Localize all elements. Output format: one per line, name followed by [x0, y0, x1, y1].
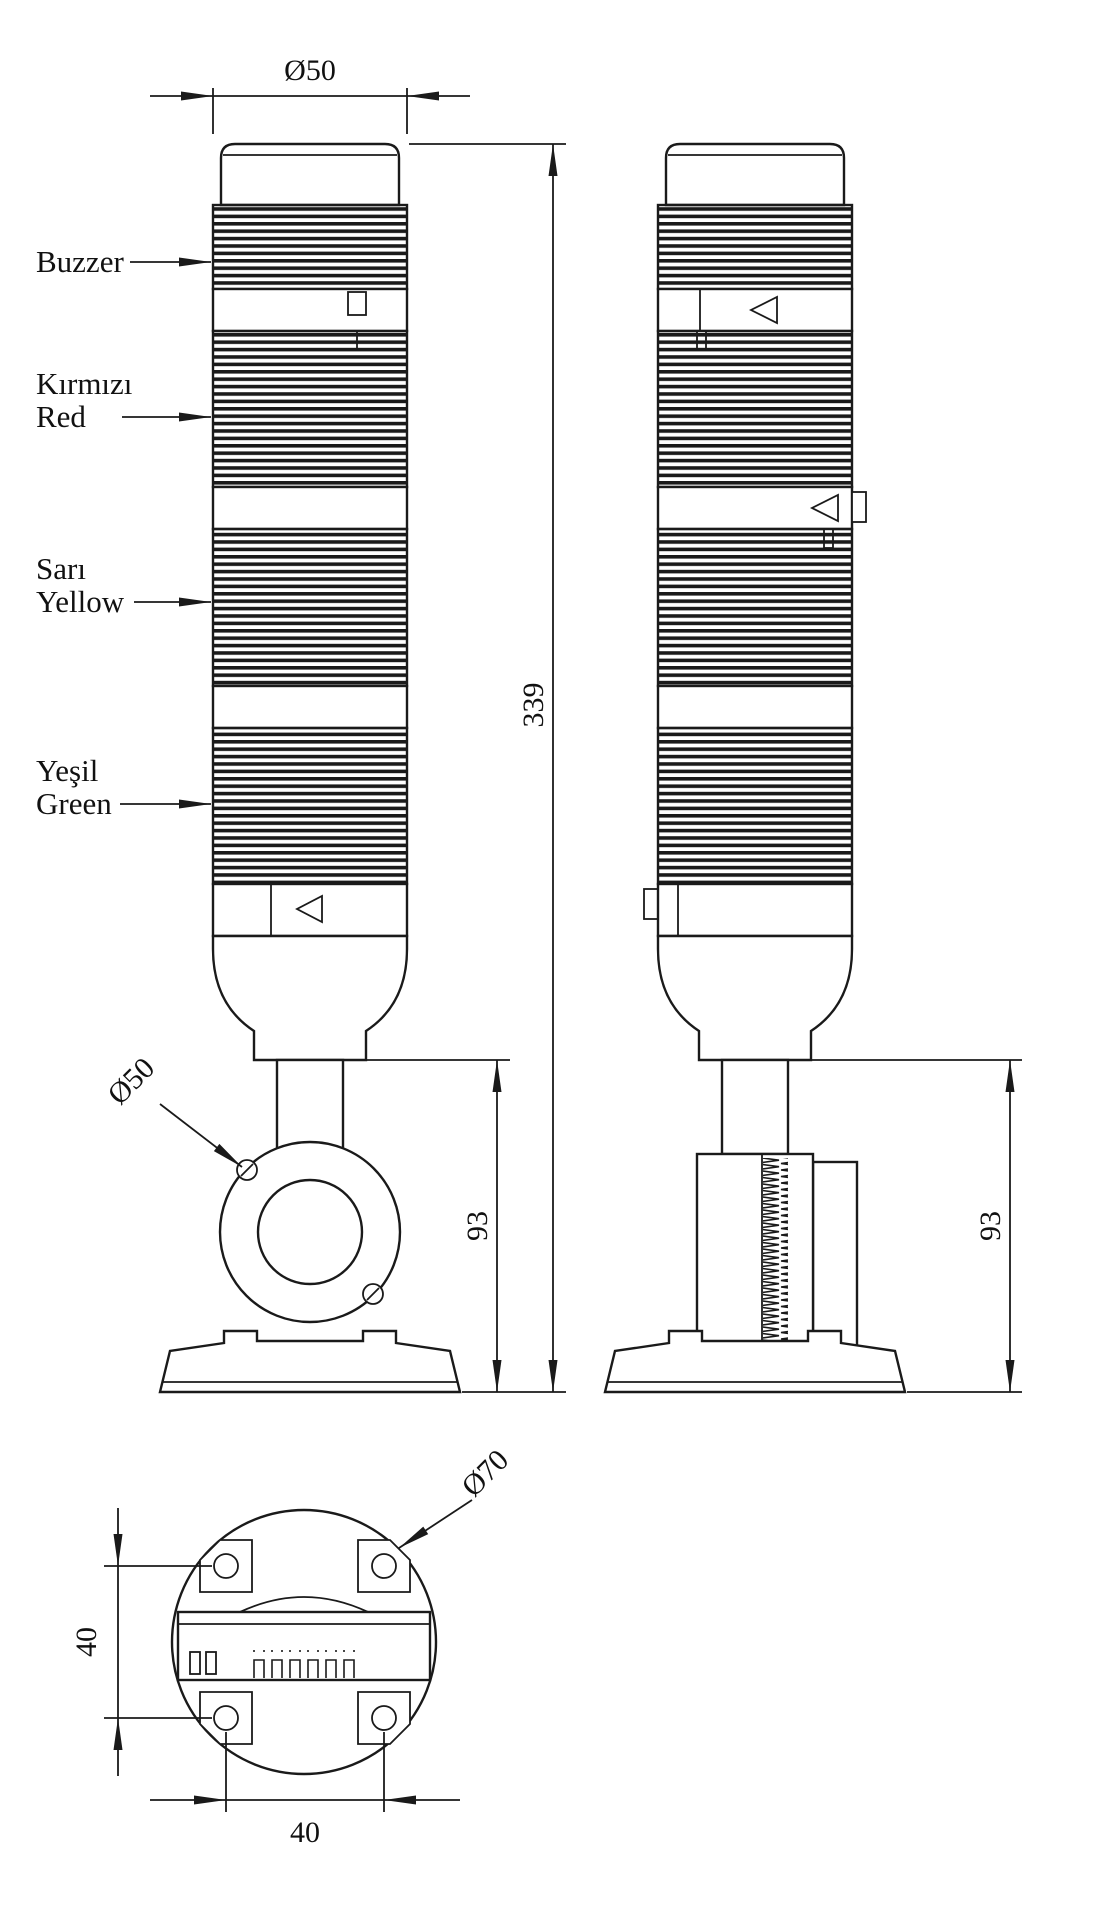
label-yellow-tr: Sarı: [36, 551, 86, 586]
alignment-triangle-icon: [809, 493, 839, 523]
mount-stem-side: [720, 1058, 790, 1156]
connector-pin: [205, 1651, 217, 1675]
label-red-en: Red: [36, 399, 86, 434]
dim-side-mount-height: 93: [790, 1059, 1022, 1393]
dim-text-hole-spacing-vertical: 40: [70, 1627, 103, 1657]
dim-hole-spacing-vertical: 40: [70, 1508, 212, 1776]
connector-pin: [189, 1651, 201, 1675]
buzzer-lens: [211, 203, 409, 291]
yellow-lens: [211, 527, 409, 688]
connector-block: [176, 1596, 432, 1682]
mount-stem: [275, 1058, 345, 1156]
alignment-triangle-icon: [295, 894, 323, 924]
dim-front-mount-height: 93: [345, 1059, 510, 1392]
clamp-screw-top: [236, 1159, 258, 1181]
label-yellow-en: Yellow: [36, 584, 125, 619]
label-red-tr: Kırmızı: [36, 366, 133, 401]
dim-hole-spacing-horizontal: 40: [150, 1732, 460, 1849]
mount-hole: [371, 1553, 397, 1579]
module-joint-3: [211, 684, 409, 730]
dim-text-hole-spacing-horizontal: 40: [290, 1816, 320, 1849]
clamp-bracket-plate: [811, 1160, 859, 1358]
mount-hole: [371, 1705, 397, 1731]
top-cap: [219, 142, 401, 207]
module-joint-2-side: [656, 485, 867, 549]
adjustment-rack-teeth: [763, 1158, 788, 1352]
green-lens-side: [656, 726, 854, 886]
yellow-lens-side: [656, 527, 854, 688]
clamp-screw-bottom: [362, 1283, 384, 1305]
dim-tower-diameter: Ø50: [150, 54, 470, 134]
dim-text-tower-diameter: Ø50: [284, 54, 336, 87]
bottom-view: [170, 1508, 438, 1776]
part-labels: Buzzer Kırmızı Red Sarı Yellow Yeşil Gre…: [36, 244, 211, 821]
pole-clamp-side: [695, 1152, 859, 1358]
dim-text-side-mount-height: 93: [974, 1211, 1007, 1241]
front-view: [158, 142, 462, 1394]
red-lens: [211, 329, 409, 489]
mount-base-front: [158, 1329, 462, 1394]
label-buzzer: Buzzer: [36, 244, 124, 279]
dim-text-front-mount-height: 93: [461, 1211, 494, 1241]
buzzer-lens-side: [656, 203, 854, 291]
top-cap-side: [664, 142, 846, 207]
module-joint-1-side: [656, 287, 854, 351]
mount-hole: [213, 1705, 239, 1731]
base-module: [211, 882, 409, 957]
side-view: [603, 142, 907, 1394]
base-module-side: [643, 882, 854, 938]
pole-clamp: [218, 1140, 402, 1324]
alignment-triangle-icon: [748, 295, 778, 325]
connector-rack-teeth: [248, 1650, 358, 1678]
module-joint-1: [211, 287, 409, 349]
mount-hole: [213, 1553, 239, 1579]
green-lens: [211, 726, 409, 886]
module-joint-2: [211, 485, 409, 531]
mount-base-side: [603, 1329, 907, 1394]
dim-text-overall-height: 339: [517, 683, 550, 728]
dim-overall-height: 339: [409, 143, 566, 1393]
red-lens-side: [656, 329, 854, 489]
module-joint-3-side: [656, 684, 854, 730]
label-green-en: Green: [36, 786, 112, 821]
label-green-tr: Yeşil: [36, 753, 98, 788]
